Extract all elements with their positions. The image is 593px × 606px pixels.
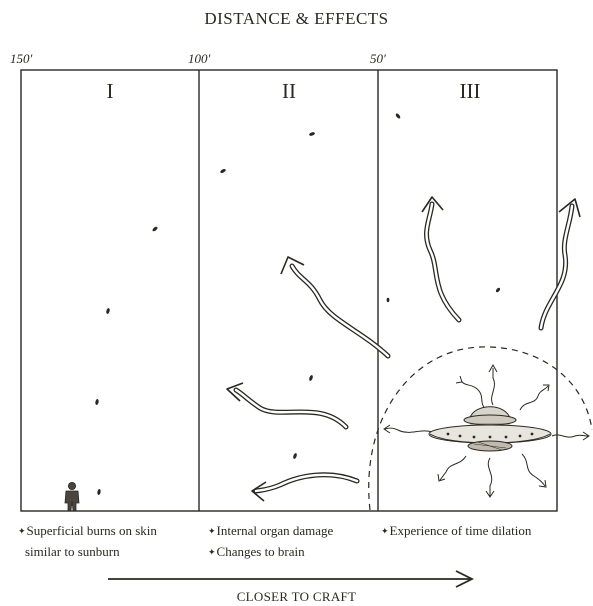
distance-label-100: 100′ <box>188 51 211 66</box>
zone-3-effects: ✦Experience of time dilation <box>381 521 531 542</box>
diagram-title: DISTANCE & EFFECTS <box>204 9 389 28</box>
distance-label-50: 50′ <box>370 51 386 66</box>
effect-item: similar to sunburn <box>25 544 120 559</box>
flying-saucer-icon <box>428 406 552 452</box>
bullet-icon: ✦ <box>381 526 389 536</box>
effect-item: ✦Changes to brain <box>208 544 305 559</box>
squiggly-arrow-icon <box>289 263 391 359</box>
influence-boundary <box>368 346 593 511</box>
human-figure-icon <box>64 481 80 511</box>
debris-marks <box>95 113 501 495</box>
zone-label-1: I <box>106 79 114 103</box>
bullet-icon: ✦ <box>208 526 216 536</box>
zone-label-3: III <box>459 79 481 103</box>
zone-1-effects: ✦Superficial burns on skin similar to su… <box>18 521 157 561</box>
zone-2-effects: ✦Internal organ damage ✦Changes to brain <box>208 521 333 563</box>
arrow-right-icon <box>108 570 475 588</box>
radiation-arrows <box>383 363 590 498</box>
bullet-icon: ✦ <box>18 526 26 536</box>
squiggly-arrow-icon <box>424 201 462 323</box>
effect-item: ✦Superficial burns on skin <box>18 523 157 538</box>
direction-label: CLOSER TO CRAFT <box>236 589 357 604</box>
zone-label-2: II <box>282 79 296 103</box>
bullet-icon: ✦ <box>208 547 216 557</box>
squiggly-arrow-icon <box>233 387 349 430</box>
effect-item: ✦Internal organ damage <box>208 523 334 538</box>
effect-item: ✦Experience of time dilation <box>381 523 532 538</box>
distance-label-150: 150′ <box>10 51 33 66</box>
